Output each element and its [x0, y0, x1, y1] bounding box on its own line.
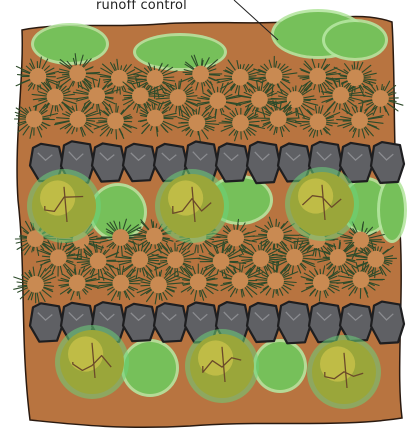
rock: [216, 144, 249, 182]
rock: [278, 302, 311, 344]
grass-tuft-center: [286, 249, 303, 266]
grass-tuft-center: [332, 87, 349, 104]
grass-tuft-center: [170, 89, 187, 106]
grass-tuft-center: [147, 110, 164, 127]
grass-tuft-center: [50, 249, 67, 266]
grass-tuft-center: [107, 112, 124, 129]
rock: [154, 303, 187, 342]
grass-tuft-center: [69, 111, 86, 128]
grass-tuft-center: [351, 112, 368, 129]
grass-tuft-center: [353, 271, 370, 288]
grass-tuft-center: [150, 276, 167, 293]
grass-tuft-center: [209, 92, 226, 109]
shrub: [185, 329, 259, 403]
grass-tuft-center: [90, 252, 107, 269]
grass-tuft-center: [146, 228, 163, 245]
grass-tuft-center: [232, 69, 249, 86]
grass-tuft-center: [267, 272, 284, 289]
moss-patch: [325, 22, 385, 58]
rock: [123, 304, 156, 341]
rock: [123, 144, 156, 181]
grass-tuft-center: [192, 66, 209, 83]
rock: [30, 303, 63, 341]
grass-tuft-center: [266, 68, 283, 85]
rock: [371, 302, 404, 344]
grass-tuft-center: [167, 251, 184, 268]
shrub: [55, 325, 129, 399]
rock: [371, 142, 404, 183]
moss-patch: [380, 180, 404, 240]
callout-label-runoff-control: runoff control: [96, 0, 187, 13]
grass-tuft-center: [132, 87, 149, 104]
grass-tuft-center: [112, 229, 129, 246]
rock: [247, 142, 280, 183]
shrub: [27, 169, 101, 243]
moss-patch: [34, 26, 106, 62]
grass-tuft-center: [270, 110, 287, 127]
grass-tuft-center: [232, 115, 249, 132]
grass-tuft-center: [190, 274, 207, 291]
grass-tuft-center: [227, 230, 244, 247]
grass-tuft-center: [47, 89, 64, 106]
rock: [247, 303, 280, 342]
shrub-highlight: [68, 336, 103, 371]
grass-tuft-center: [69, 275, 86, 292]
moss-patch: [124, 342, 176, 394]
grass-tuft-center: [252, 250, 269, 267]
grass-tuft-center: [251, 91, 268, 108]
grass-tuft-center: [26, 111, 43, 128]
grass-tuft-center: [352, 232, 369, 249]
shrub: [155, 169, 229, 243]
grass-tuft-center: [147, 70, 164, 87]
grass-tuft-center: [367, 251, 384, 268]
grass-tuft-center: [267, 227, 284, 244]
grass-tuft-center: [372, 90, 389, 107]
grass-tuft-center: [27, 276, 44, 293]
grass-tuft-center: [313, 274, 330, 291]
grass-tuft-center: [287, 91, 304, 108]
shrub: [307, 335, 381, 409]
grass-tuft-center: [188, 114, 205, 131]
moss-patch: [256, 342, 304, 390]
grass-tuft-center: [112, 275, 129, 292]
grass-tuft-center: [88, 87, 105, 104]
grass-tuft-center: [310, 113, 327, 130]
rock: [92, 143, 125, 181]
grass-tuft-center: [30, 68, 47, 85]
shrub: [285, 167, 359, 241]
grass-tuft-center: [131, 251, 148, 268]
grass-tuft-center: [330, 249, 347, 266]
grass-tuft-center: [69, 65, 86, 82]
grass-tuft-center: [232, 272, 249, 289]
grass-tuft-center: [309, 68, 326, 85]
